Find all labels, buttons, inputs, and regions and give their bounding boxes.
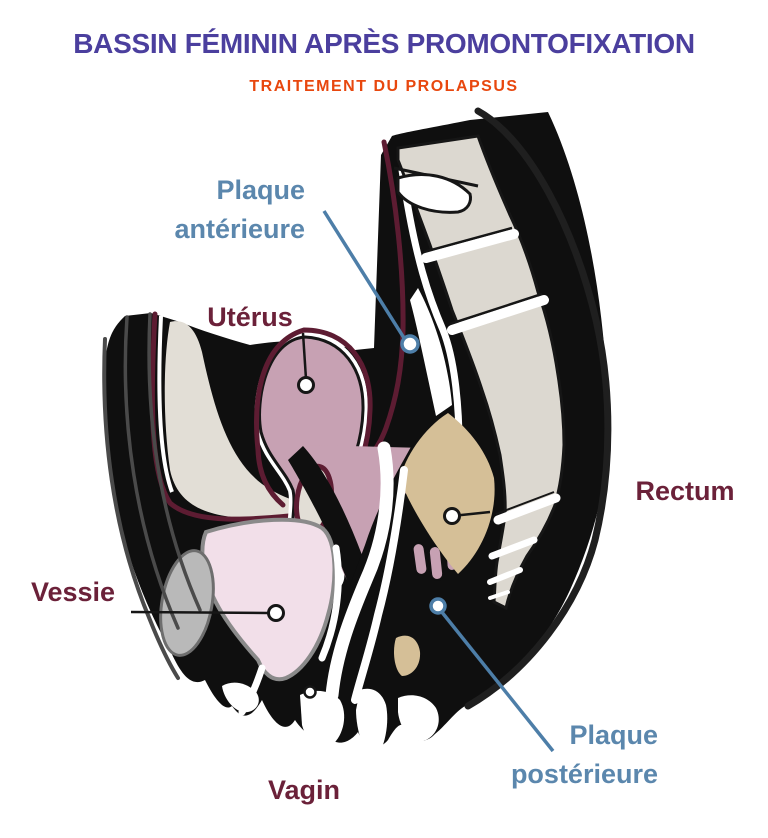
posterior-body-outline xyxy=(464,107,612,710)
levator-band-left xyxy=(288,446,375,605)
bowel-mesh-gap xyxy=(157,315,174,493)
presacral-white-gap xyxy=(398,166,463,464)
uterus-leader-line xyxy=(301,332,308,380)
promontory-mesh-line xyxy=(365,139,406,461)
posterior-mesh-leader-line xyxy=(439,609,555,753)
pubic-symphysis xyxy=(159,549,215,657)
label-uterus: Utérus xyxy=(207,302,293,332)
perineum-whites xyxy=(222,682,439,762)
vessie-leader-line xyxy=(130,610,269,615)
bladder-right-gap xyxy=(318,544,342,662)
anterior-mesh-leader-line xyxy=(322,210,406,339)
promontory-disc xyxy=(396,173,472,214)
vessie-dot xyxy=(267,604,285,622)
presacral-white-wedge xyxy=(410,288,452,416)
vaginal-canal xyxy=(325,441,394,702)
rectum-dot xyxy=(443,507,461,525)
bowel-shape xyxy=(164,321,334,521)
rectovaginal-gap xyxy=(351,466,408,704)
mesorectum-fragment xyxy=(394,635,421,676)
perineal-dot xyxy=(303,685,317,699)
anterior-mesh-dot xyxy=(400,334,420,354)
abdominal-wall-lines xyxy=(102,312,202,680)
mesorectum xyxy=(400,413,495,574)
posterior-mesh-dot xyxy=(429,597,447,615)
uterus-dot xyxy=(297,376,315,394)
label-rectum: Rectum xyxy=(635,476,735,506)
page-subtitle: TRAITEMENT DU PROLAPSUS xyxy=(249,78,519,95)
page-title: BASSIN FÉMININ APRÈS PROMONTOFIXATION xyxy=(73,28,695,59)
label-plaque-anterieure: Plaque antérieure xyxy=(174,175,305,244)
label-vessie: Vessie xyxy=(30,577,116,607)
label-plaque-posterieure: Plaque postérieure xyxy=(510,720,658,789)
label-vagin: Vagin xyxy=(267,775,341,805)
vertebral-disc-gaps xyxy=(421,226,561,600)
